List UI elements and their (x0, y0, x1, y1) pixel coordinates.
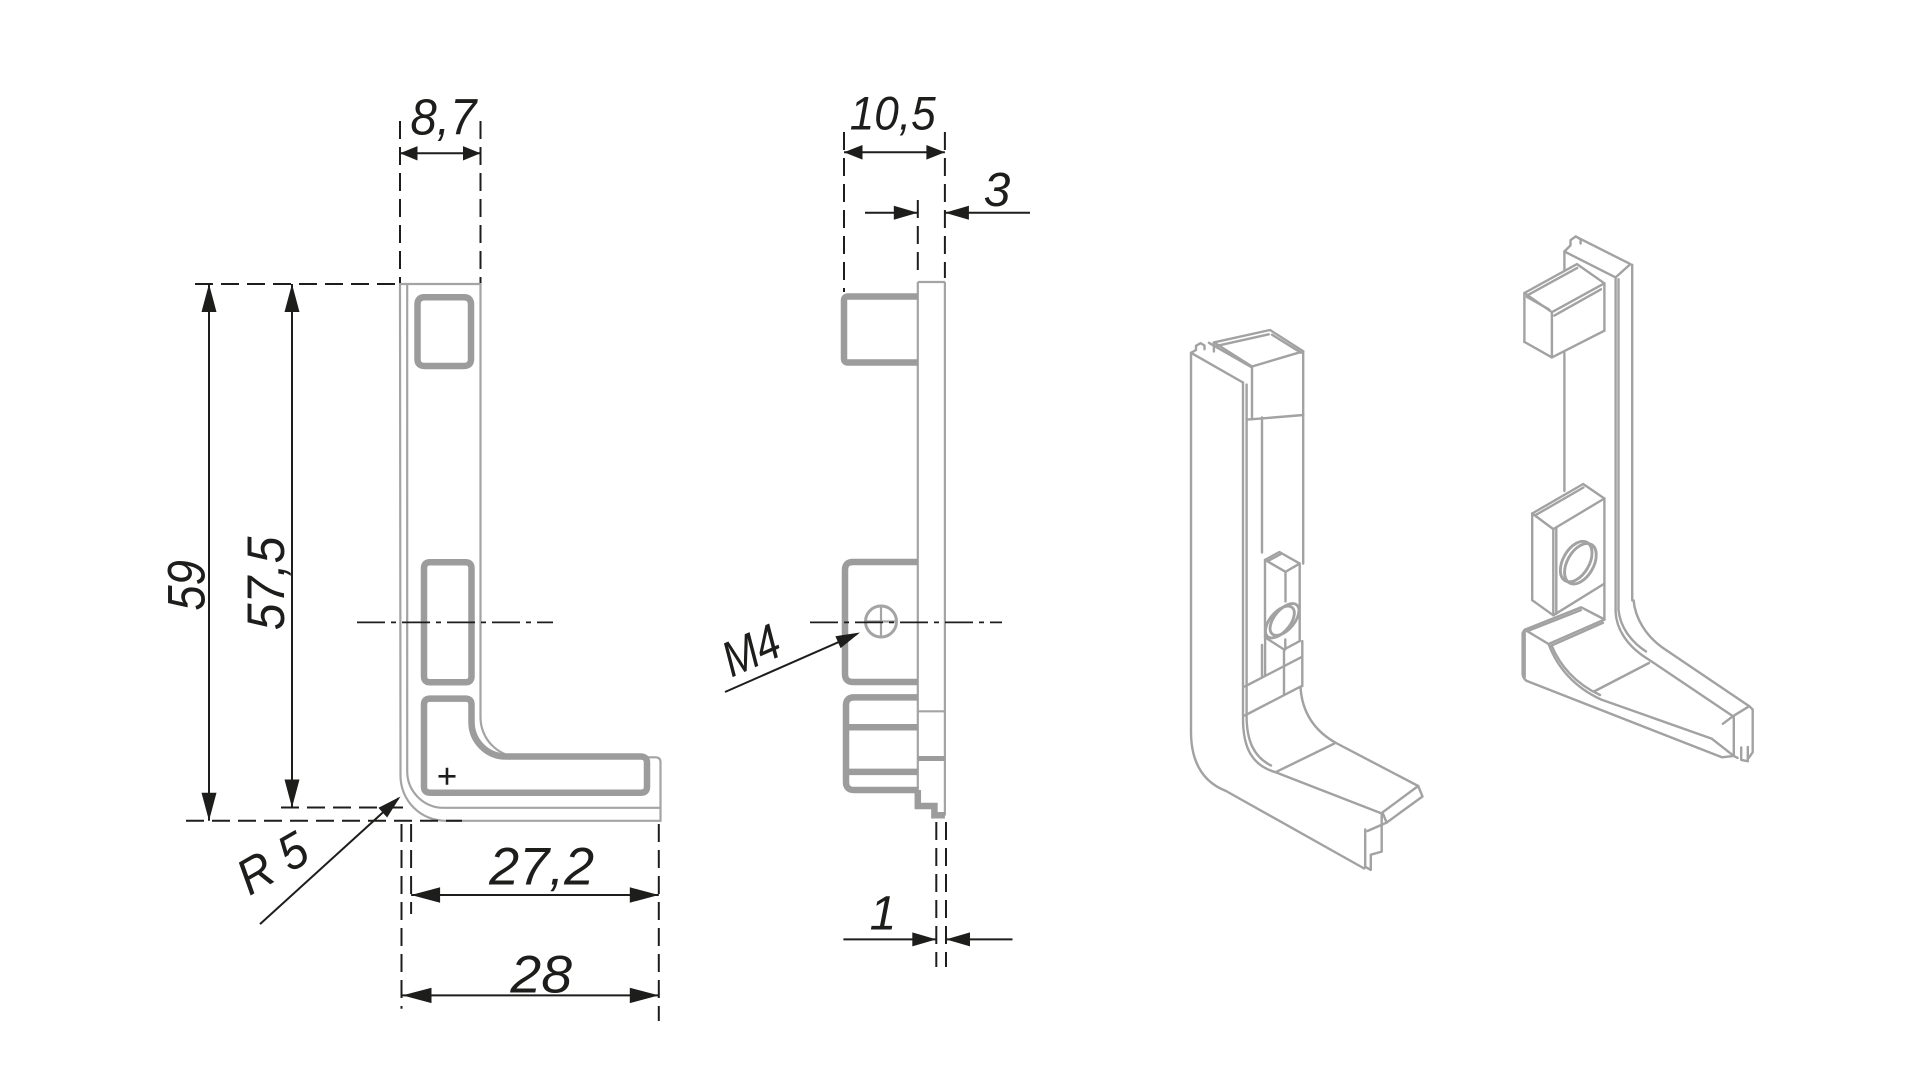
svg-text:8,7: 8,7 (410, 89, 478, 146)
svg-text:27,2: 27,2 (488, 838, 594, 897)
svg-text:28: 28 (509, 945, 572, 1004)
svg-text:59: 59 (157, 560, 216, 611)
svg-text:3: 3 (984, 164, 1011, 217)
svg-text:57,5: 57,5 (237, 536, 296, 630)
svg-text:10,5: 10,5 (850, 86, 937, 139)
svg-text:1: 1 (870, 888, 897, 941)
